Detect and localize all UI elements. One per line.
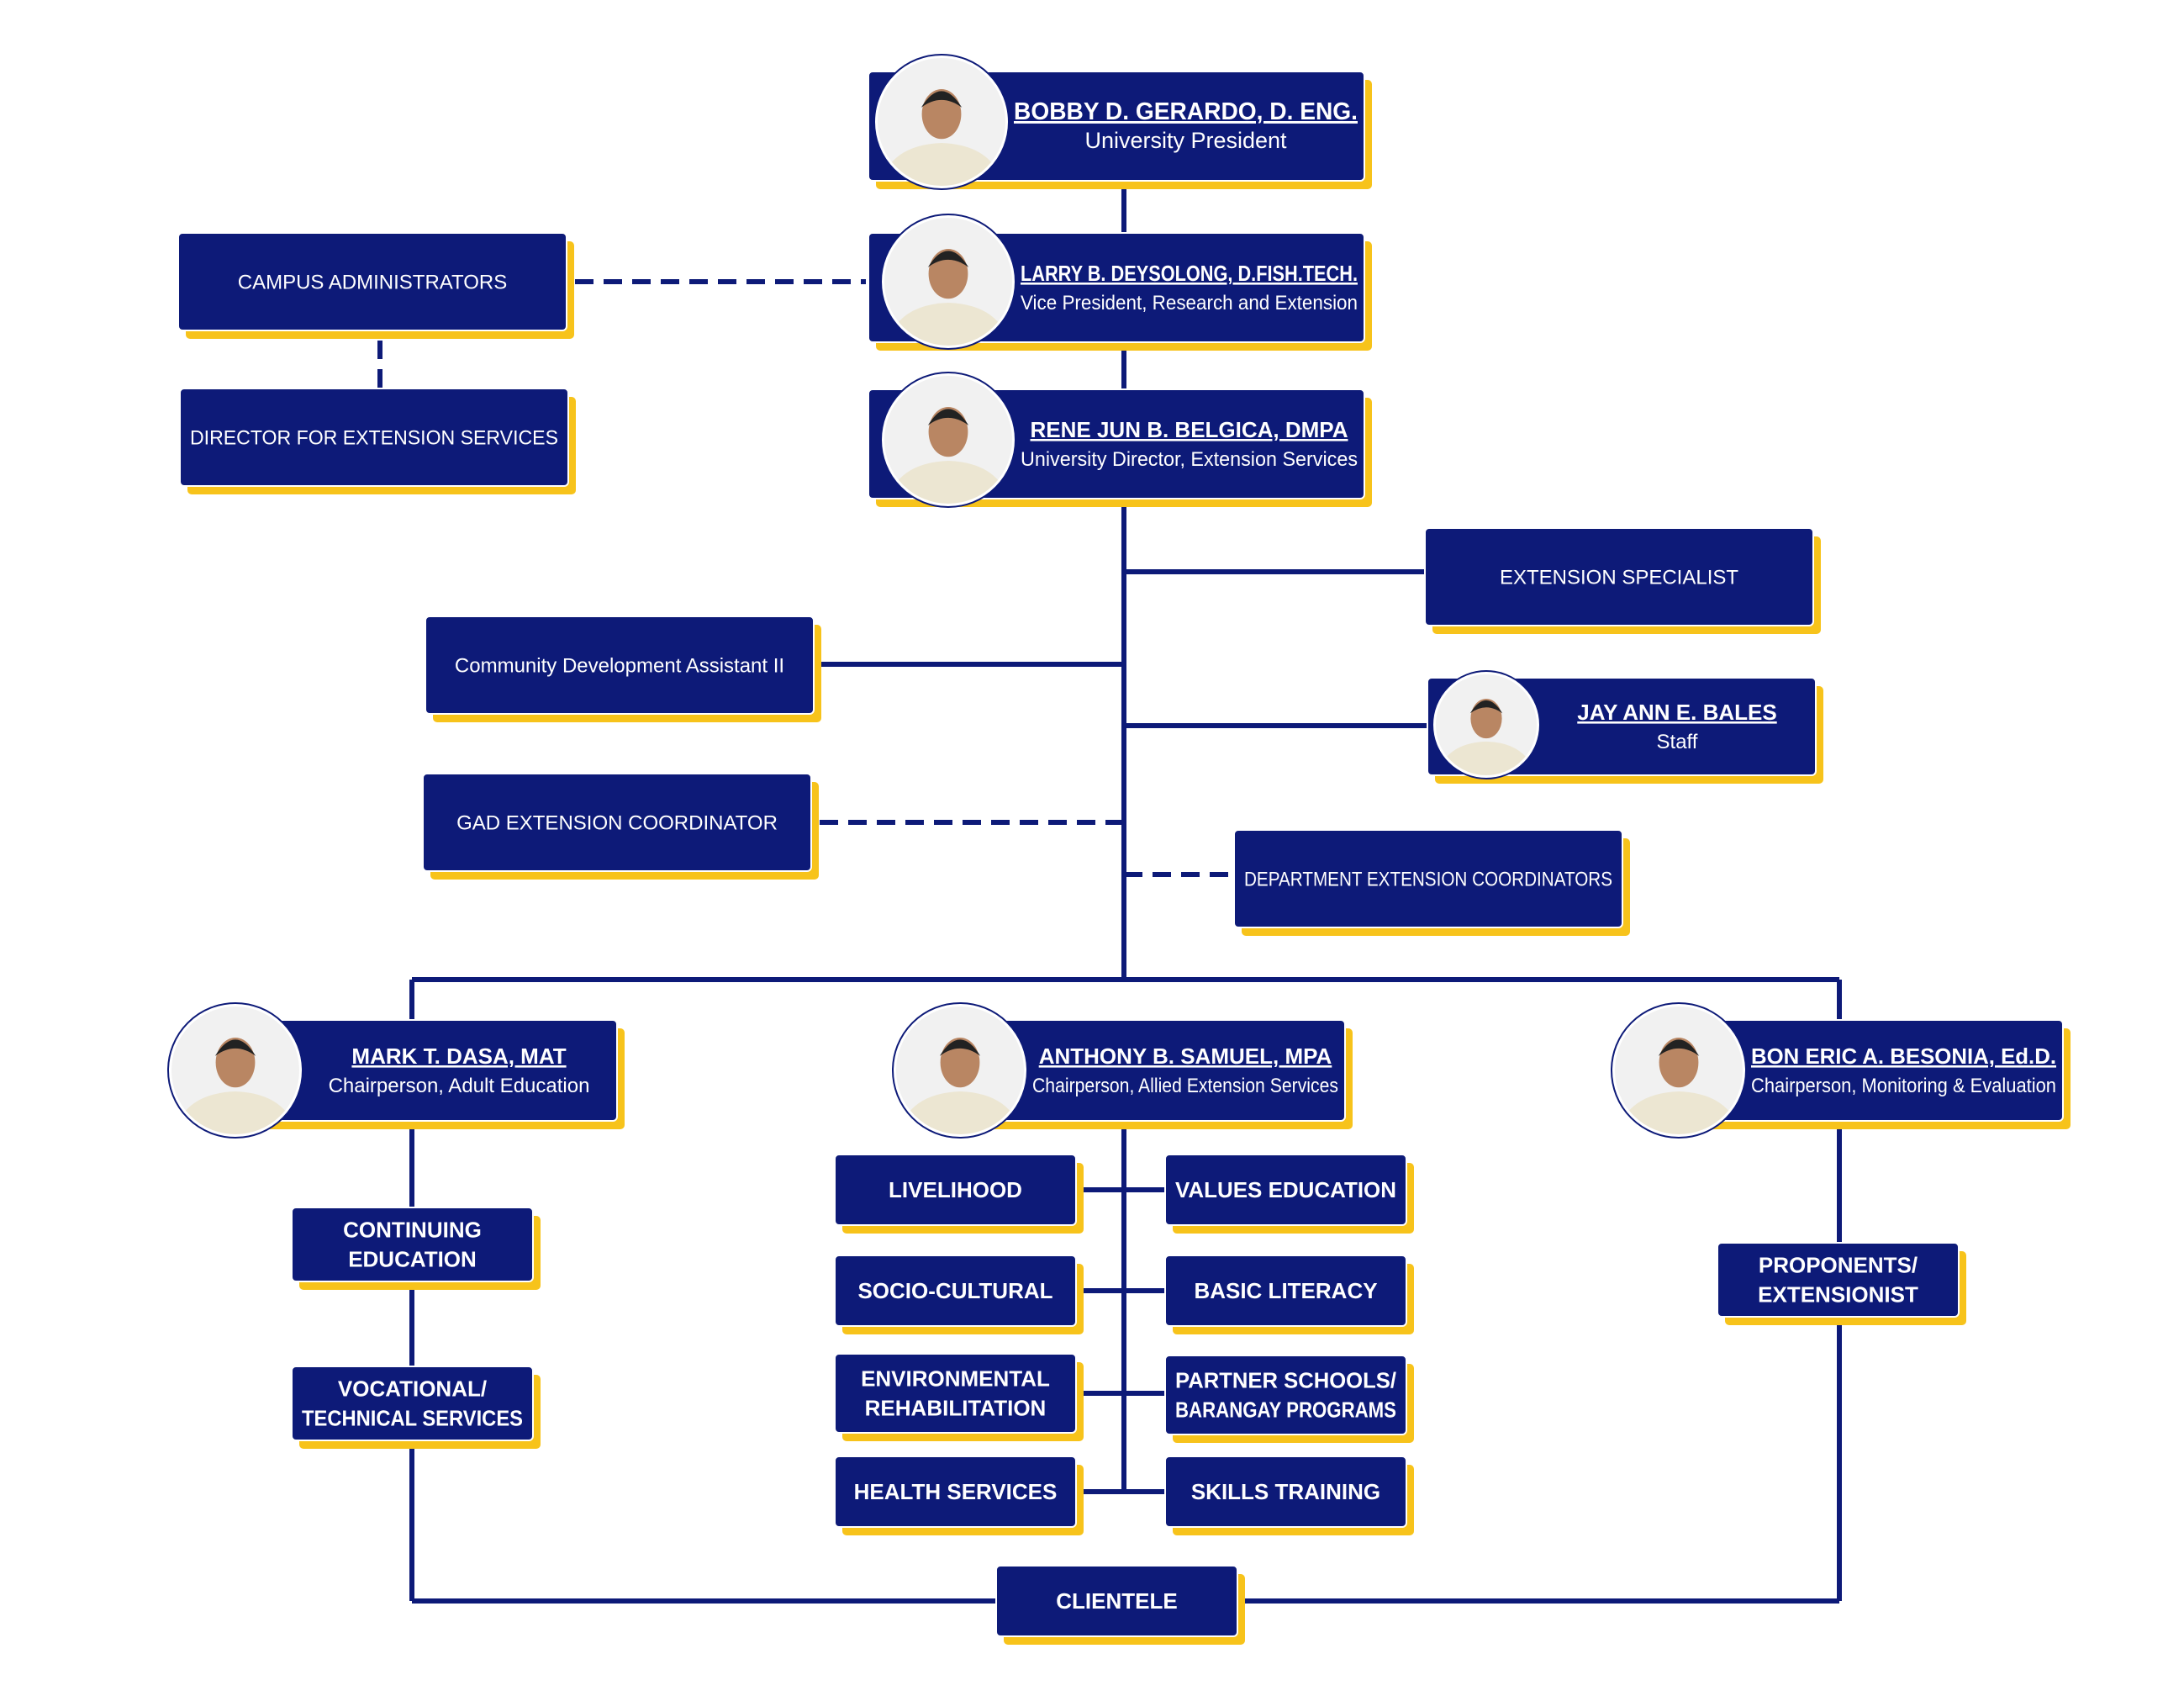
node-label: SOCIO-CULTURAL [857, 1278, 1052, 1303]
node-vp: LARRY B. DEYSOLONG, D.FISH.TECH. Vice Pre… [868, 214, 1372, 351]
node-label: BARANGAY PROGRAMS [1175, 1397, 1396, 1423]
node-label: VOCATIONAL/ [338, 1376, 487, 1402]
node-livelihood: LIVELIHOOD [834, 1154, 1084, 1234]
person-name: LARRY B. DEYSOLONG, D.FISH.TECH. [1021, 261, 1358, 286]
person-photo-icon [883, 216, 1014, 347]
person-photo-icon [894, 1005, 1026, 1136]
node-partner: PARTNER SCHOOLS/BARANGAY PROGRAMS [1164, 1355, 1414, 1443]
node-label: GAD EXTENSION COORDINATOR [456, 811, 778, 834]
node-box [422, 773, 812, 872]
node-label: CLIENTELE [1056, 1588, 1177, 1614]
person-title: Vice President, Research and Extension [1021, 292, 1358, 314]
person-title: University President [1084, 128, 1287, 153]
node-label: SKILLS TRAINING [1191, 1479, 1380, 1504]
node-chair-adult: MARK T. DASA, MAT Chairperson, Adult Educ… [167, 1002, 625, 1139]
node-box [1233, 829, 1623, 928]
node-proponents: PROPONENTS/EXTENSIONIST [1717, 1242, 1966, 1325]
node-label: CONTINUING [343, 1218, 482, 1243]
node-director-ext: DIRECTOR FOR EXTENSION SERVICES [179, 388, 576, 494]
node-continuing: CONTINUING EDUCATION [291, 1207, 541, 1290]
node-ext-specialist: EXTENSION SPECIALIST [1424, 527, 1821, 634]
node-box [179, 388, 569, 487]
node-health: HEALTH SERVICES [834, 1456, 1084, 1535]
person-title: Chairperson, Monitoring & Evaluation [1751, 1075, 2056, 1097]
person-name: ANTHONY B. SAMUEL, MPA [1039, 1043, 1332, 1069]
node-label: DEPARTMENT EXTENSION COORDINATORS [1244, 868, 1612, 890]
person-photo-icon [170, 1005, 301, 1136]
person-name: JAY ANN E. BALES [1577, 700, 1776, 725]
node-box [995, 1565, 1238, 1637]
person-title: University Director, Extension Services [1021, 448, 1358, 471]
node-label: LIVELIHOOD [889, 1177, 1022, 1202]
node-label: Community Development Assistant II [455, 654, 784, 677]
person-title: Chairperson, Allied Extension Services [1032, 1075, 1338, 1097]
node-label: ENVIRONMENTAL [861, 1366, 1050, 1392]
connector-lines [377, 181, 1842, 1604]
node-gad: GAD EXTENSION COORDINATOR [422, 773, 819, 880]
node-vocational: VOCATIONAL/TECHNICAL SERVICES [291, 1366, 541, 1449]
node-box [177, 232, 567, 331]
node-dept-coord: DEPARTMENT EXTENSION COORDINATORS [1233, 829, 1630, 936]
node-box [291, 1207, 534, 1282]
node-president: BOBBY D. GERARDO, D. ENG. University Pres… [868, 54, 1372, 190]
node-box [834, 1456, 1077, 1528]
node-box [1164, 1255, 1407, 1327]
node-label: PARTNER SCHOOLS/ [1175, 1368, 1396, 1393]
node-label: REHABILITATION [865, 1396, 1047, 1421]
node-staff: JAY ANN E. BALES Staff [1427, 670, 1823, 784]
node-environmental: ENVIRONMENTAL REHABILITATION [834, 1353, 1084, 1441]
node-cda: Community Development Assistant II [425, 616, 821, 722]
person-photo-icon [876, 56, 1007, 188]
chart-nodes: BOBBY D. GERARDO, D. ENG. University Pres… [167, 54, 2071, 1645]
node-box [251, 1019, 618, 1122]
node-label: HEALTH SERVICES [854, 1479, 1058, 1504]
node-chair-allied: ANTHONY B. SAMUEL, MPA Chairperson, Allie… [892, 1002, 1353, 1139]
person-name: RENE JUN B. BELGICA, DMPA [1031, 417, 1348, 442]
node-box [1424, 527, 1814, 626]
node-box [1164, 1456, 1407, 1528]
node-skills: SKILLS TRAINING [1164, 1456, 1414, 1535]
node-label: CAMPUS ADMINISTRATORS [238, 271, 507, 293]
node-box [834, 1154, 1077, 1226]
node-label: VALUES EDUCATION [1175, 1177, 1396, 1202]
node-values: VALUES EDUCATION [1164, 1154, 1414, 1234]
node-label: DIRECTOR FOR EXTENSION SERVICES [190, 426, 558, 449]
node-label: TECHNICAL SERVICES [302, 1406, 523, 1431]
node-label: EXTENSION SPECIALIST [1500, 566, 1738, 589]
node-box [1164, 1154, 1407, 1226]
node-director: RENE JUN B. BELGICA, DMPA University Dire… [868, 372, 1372, 508]
node-socio: SOCIO-CULTURAL [834, 1255, 1084, 1334]
node-box [834, 1255, 1077, 1327]
node-campus-admin: CAMPUS ADMINISTRATORS [177, 232, 574, 339]
person-name: BON ERIC A. BESONIA, Ed.D. [1751, 1043, 2056, 1069]
person-photo-icon [1613, 1005, 1744, 1136]
node-chair-me: BON ERIC A. BESONIA, Ed.D. Chairperson, M… [1611, 1002, 2071, 1139]
node-label: BASIC LITERACY [1194, 1278, 1377, 1303]
person-name: MARK T. DASA, MAT [351, 1043, 566, 1069]
person-name: BOBBY D. GERARDO, D. ENG. [1014, 98, 1358, 125]
node-label: EXTENSIONIST [1758, 1282, 1918, 1308]
node-label: EDUCATION [348, 1247, 477, 1272]
node-box [291, 1366, 534, 1441]
person-title: Chairperson, Adult Education [329, 1075, 590, 1097]
node-box [1164, 1355, 1407, 1435]
person-photo-icon [883, 374, 1014, 505]
node-clientele: CLIENTELE [995, 1565, 1245, 1645]
node-box [834, 1353, 1077, 1434]
node-label: PROPONENTS/ [1759, 1253, 1918, 1278]
person-photo-icon [1434, 673, 1538, 777]
person-title: Staff [1657, 731, 1698, 753]
node-box [425, 616, 815, 715]
node-literacy: BASIC LITERACY [1164, 1255, 1414, 1334]
node-box [1717, 1242, 1960, 1318]
